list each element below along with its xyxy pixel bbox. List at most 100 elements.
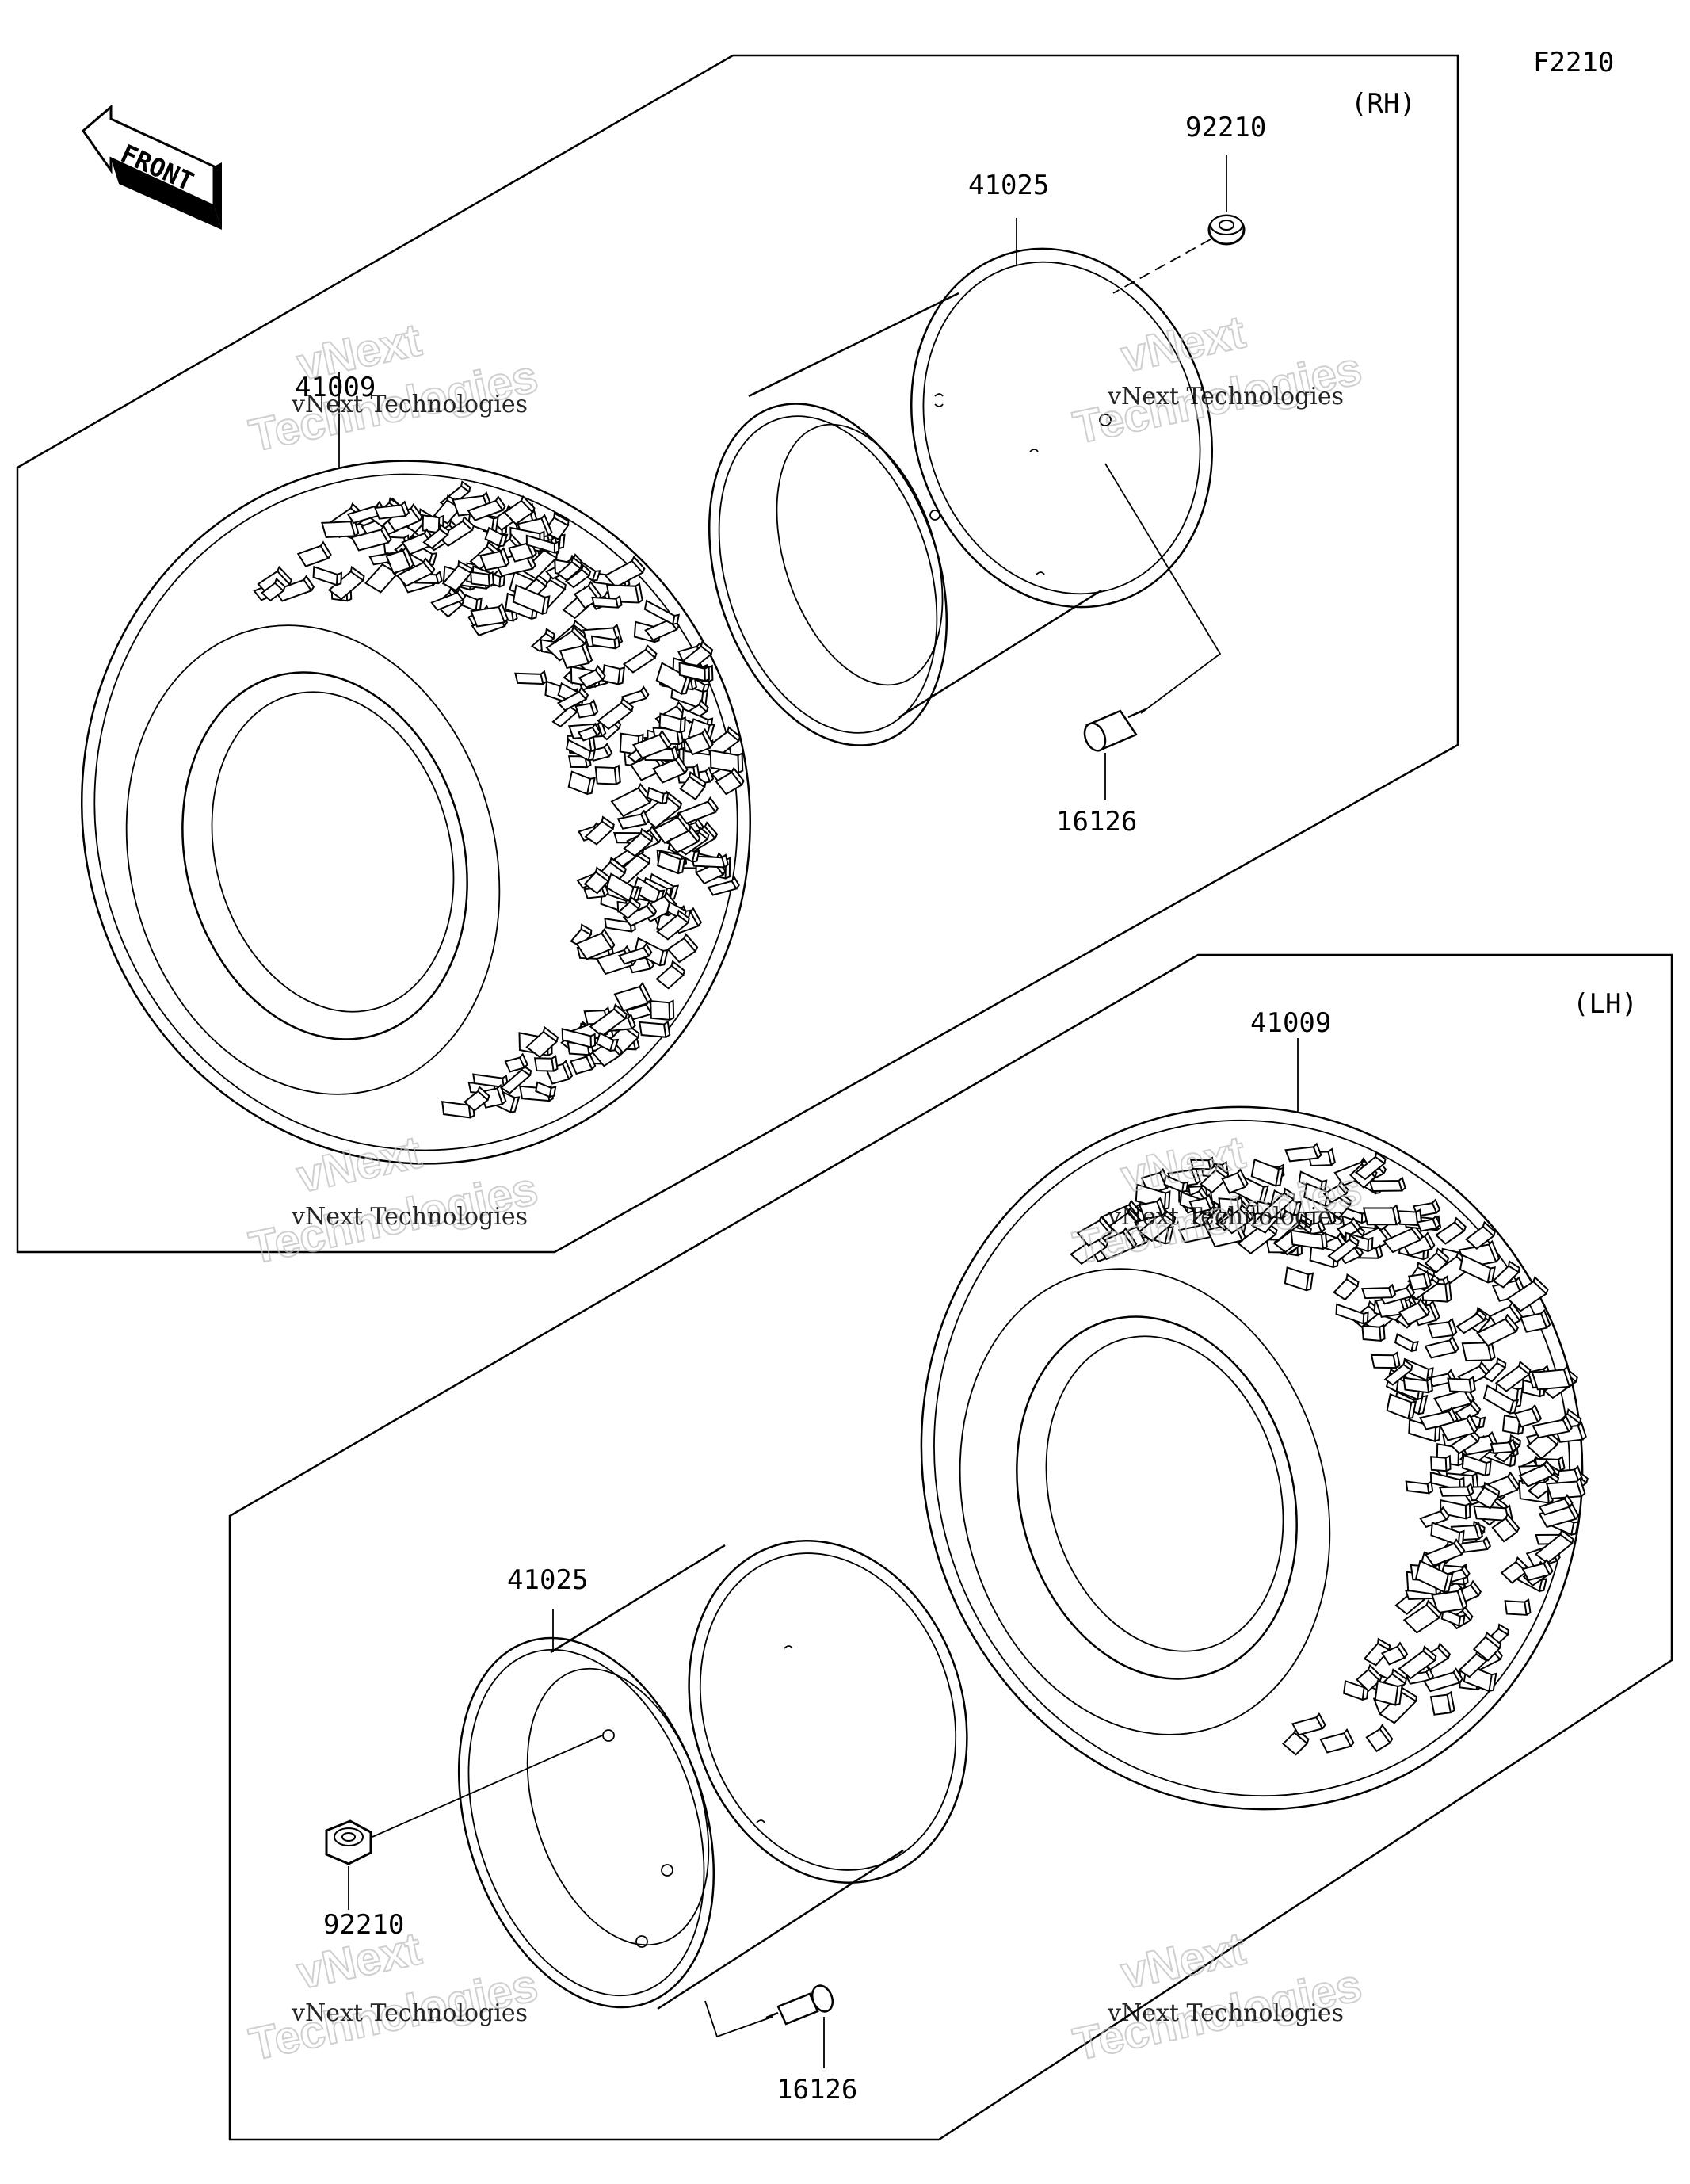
tread-block [1383, 1358, 1413, 1386]
tread-block [1545, 1477, 1586, 1500]
tread-block [1416, 1214, 1441, 1232]
tread-block [1337, 1216, 1361, 1239]
tread-block [657, 850, 686, 875]
tread-block [1374, 1680, 1403, 1706]
tread-block [422, 523, 450, 549]
tread-block [1261, 1187, 1295, 1220]
tread-block [622, 900, 658, 927]
rh-valve-part-number: 16126 [1056, 806, 1137, 838]
tread-block [656, 909, 690, 941]
lh-group-frame [228, 953, 1673, 2141]
rh-group: (RH) 41009 41025 [16, 54, 1459, 1254]
tread-block [1361, 1323, 1386, 1342]
tread-block [296, 540, 332, 567]
tread-block [1534, 1529, 1574, 1564]
tread-block [1422, 1667, 1463, 1693]
tread-block [1405, 1480, 1434, 1495]
tread-block [463, 1085, 490, 1112]
tread-block [1431, 1586, 1468, 1614]
tread-block [525, 1025, 559, 1059]
tread-block [1354, 1151, 1387, 1181]
rh-tire-part-number: 41009 [295, 372, 376, 403]
watermark-5: vNext Technologies vNext Technologies [244, 1922, 543, 2071]
tread-block [655, 960, 685, 990]
tread-block [1482, 1384, 1520, 1415]
tread-block [1440, 1608, 1466, 1628]
tread-block [1190, 1156, 1215, 1170]
tread-block [690, 853, 729, 869]
lh-wheel [457, 1540, 968, 2010]
tread-block [312, 565, 343, 586]
tread-block [1284, 1266, 1314, 1292]
tread-block [1438, 1482, 1474, 1497]
tread-block [1188, 1193, 1215, 1214]
tread-block [1362, 1204, 1402, 1226]
tread-block [559, 641, 593, 670]
lh-valve-part-number: 16126 [776, 2074, 857, 2106]
tread-block [707, 876, 740, 896]
tread-block [484, 526, 509, 548]
tread-block [1415, 1560, 1454, 1594]
tread-block [1476, 1313, 1520, 1347]
tread-block [1291, 1712, 1326, 1736]
tread-block [605, 582, 643, 604]
tread-block [273, 575, 315, 602]
tread-block [503, 494, 536, 525]
tread-block [556, 556, 583, 582]
tread-block [430, 587, 467, 612]
tread-block [679, 770, 707, 800]
tread-block [564, 563, 592, 589]
lh-tire-part-number: 41009 [1250, 1007, 1331, 1039]
tread-block [1380, 1641, 1409, 1666]
rh-tire [81, 460, 751, 1165]
tread-block [616, 809, 650, 830]
tread-block [565, 739, 596, 762]
tread-block [643, 599, 681, 626]
front-arrow-icon: FRONT [81, 104, 222, 230]
tread-block [1465, 1220, 1497, 1250]
tread-block [601, 664, 626, 685]
tread-block [715, 766, 745, 796]
watermark-2: vNext Technologies vNext Technologies [1068, 305, 1367, 454]
tread-block [1138, 1197, 1166, 1220]
svg-text:vNext Technologies: vNext Technologies [1107, 383, 1344, 410]
tread-block [525, 534, 560, 554]
tread-block [574, 699, 599, 719]
tread-block [709, 749, 744, 774]
tread-block [373, 500, 410, 520]
tread-block [1424, 1538, 1466, 1567]
svg-text:vNext Technologies: vNext Technologies [291, 1999, 528, 2027]
tread-block [1424, 1335, 1459, 1359]
tread-block [1360, 1283, 1397, 1300]
tread-block [590, 635, 620, 650]
figure-code: F2210 [1533, 47, 1614, 78]
tread-block [1290, 1229, 1328, 1250]
tread-block [567, 770, 596, 796]
tread-block [1532, 1415, 1573, 1439]
tread-block [1455, 1399, 1482, 1423]
tread-block [1459, 1254, 1496, 1284]
tread-block [591, 594, 623, 609]
tread-block [1163, 1174, 1189, 1193]
tread-block [1250, 1158, 1284, 1187]
tread-block [350, 525, 392, 552]
tread-block [1474, 1481, 1501, 1510]
tread-block [666, 825, 701, 853]
tread-block [1521, 1558, 1554, 1582]
tread-block [470, 571, 494, 587]
tread-block [1520, 1308, 1551, 1333]
lh-wheel-part-number: 41025 [507, 1564, 588, 1596]
tread-block [1076, 1215, 1113, 1247]
tread-block [610, 782, 654, 818]
lh-valve-icon [765, 1984, 834, 2026]
tread-block [584, 815, 615, 846]
tread-block [623, 827, 654, 857]
tread-block [639, 1020, 671, 1038]
tread-block [678, 662, 710, 682]
lh-nut-icon [325, 1819, 372, 1865]
tread-block [1494, 1360, 1532, 1392]
tread-block [1398, 1297, 1431, 1326]
tread-block [1427, 1317, 1458, 1339]
tread-block [583, 866, 611, 895]
rh-valve-icon [1083, 708, 1146, 752]
